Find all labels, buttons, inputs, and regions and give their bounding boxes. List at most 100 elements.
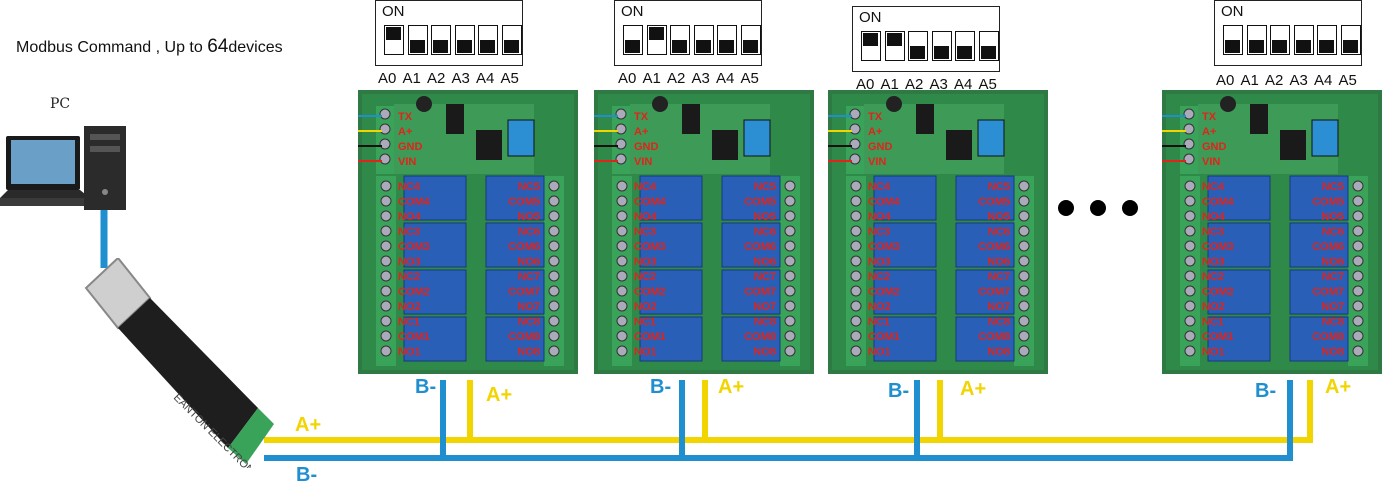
address-label: A3 [451,70,470,87]
relay-terminal-label: NO5 [753,211,776,223]
address-label: A3 [929,76,948,93]
relay-terminal-label: COM4 [868,196,901,208]
dip-switch-a2[interactable] [908,31,928,61]
dip-switch-a3[interactable] [1293,25,1314,55]
dip-on-label: ON [859,9,882,26]
address-label: A3 [691,70,710,87]
bus-label-b-minus: B- [650,376,672,398]
address-label: A2 [905,76,924,93]
relay-terminal-label: NC5 [1322,181,1344,193]
relay-terminal-label: NO1 [398,346,421,358]
relay-terminal-label: NC3 [398,226,420,238]
relay-terminal-label: COM1 [398,331,430,343]
address-label: A2 [667,70,686,87]
relay-terminal-label: NC1 [868,316,890,328]
dip-switch-a3[interactable] [454,25,475,55]
dip-switch-a5[interactable] [501,25,522,55]
relay-board-icon: TXA+GNDVINNC4COM4NO4NC3COM3NO3NC2COM2NO2… [1162,90,1382,374]
dip-switch-a4[interactable] [955,31,975,61]
relay-terminal-label: NO5 [987,211,1010,223]
relay-terminal-label: NC8 [518,316,540,328]
relay-terminal-label: NO2 [634,301,657,313]
relay-terminal-label: COM6 [744,241,776,253]
dip-switch-a1[interactable] [646,25,667,55]
address-label: A2 [427,70,446,87]
address-label: A1 [402,70,421,87]
dip-switch-a4[interactable] [1317,25,1337,55]
ellipsis-more-devices [1058,200,1138,216]
address-label: A0 [1216,72,1235,89]
title-caption: Modbus Command , Up to 64devices [16,36,283,57]
dip-on-label: ON [621,3,644,20]
relay-terminal-label: COM2 [634,286,666,298]
relay-terminal-label: NC4 [868,181,891,193]
terminal-label: GND [398,141,423,153]
relay-terminal-label: COM8 [744,331,776,343]
dip-switch-a1[interactable] [1246,25,1267,55]
dip-switch-a2[interactable] [670,25,690,55]
relay-terminal-label: NO6 [753,256,776,268]
terminal-label: VIN [868,156,886,168]
address-label: A5 [500,70,519,87]
relay-terminal-label: NC5 [988,181,1010,193]
dip-switch-a0[interactable] [623,25,643,55]
relay-terminal-label: NO4 [868,211,892,223]
relay-terminal-label: NC2 [868,271,890,283]
bus-label-a-plus: A+ [960,378,987,400]
address-label: A2 [1265,72,1284,89]
dip-switch-a2[interactable] [431,25,451,55]
relay-terminal-label: NC7 [754,271,776,283]
dip-switch-a3[interactable] [693,25,714,55]
relay-terminal-label: COM2 [1202,286,1234,298]
address-label: A4 [1314,72,1333,89]
relay-terminal-label: NC8 [988,316,1010,328]
dip-switch-a2[interactable] [1270,25,1290,55]
relay-terminal-label: NC4 [1202,181,1225,193]
relay-terminal-label: NC4 [398,181,421,193]
relay-terminal-label: NC4 [634,181,657,193]
relay-terminal-label: NC7 [1322,271,1344,283]
relay-terminal-label: COM5 [508,196,540,208]
dip-switch-a0[interactable] [1223,25,1243,55]
terminal-label: GND [1202,141,1227,153]
dip-switch-a0[interactable] [384,25,404,55]
relay-terminal-label: NO7 [987,301,1010,313]
pc-icon [0,126,126,210]
dip-switch-a3[interactable] [931,31,952,61]
relay-terminal-label: NO6 [1321,256,1344,268]
relay-terminal-label: NC5 [754,181,776,193]
terminal-label: A+ [1202,126,1216,138]
terminal-label: GND [634,141,659,153]
terminal-label: TX [634,111,649,123]
dip-switch-a5[interactable] [1340,25,1361,55]
relay-terminal-label: COM2 [398,286,430,298]
dip-switch-a4[interactable] [717,25,737,55]
relay-terminal-label: COM6 [508,241,540,253]
address-label: A4 [716,70,735,87]
dip-switch-a5[interactable] [740,25,761,55]
dip-switch-panel: ON [375,0,523,66]
relay-board-icon: TXA+GNDVINNC4COM4NO4NC3COM3NO3NC2COM2NO2… [594,90,814,374]
dip-switch-a4[interactable] [478,25,498,55]
relay-terminal-label: NO7 [517,301,540,313]
bus-label-a-plus: A+ [486,384,513,406]
dip-switch-a1[interactable] [407,25,428,55]
pc-label: PC [50,96,71,112]
terminal-label: TX [1202,111,1217,123]
relay-terminal-label: NO7 [1321,301,1344,313]
dip-switch-a1[interactable] [884,31,905,61]
relay-terminal-label: COM1 [634,331,666,343]
relay-terminal-label: NO8 [753,346,776,358]
address-label: A0 [856,76,875,93]
terminal-label: TX [398,111,413,123]
dip-switch-a0[interactable] [861,31,881,61]
relay-terminal-label: COM5 [978,196,1010,208]
relay-terminal-label: COM1 [1202,331,1234,343]
dip-switch-a5[interactable] [978,31,999,61]
relay-terminal-label: NC8 [1322,316,1344,328]
relay-terminal-label: COM1 [868,331,900,343]
relay-terminal-label: NO2 [1202,301,1225,313]
address-label: A5 [740,70,759,87]
